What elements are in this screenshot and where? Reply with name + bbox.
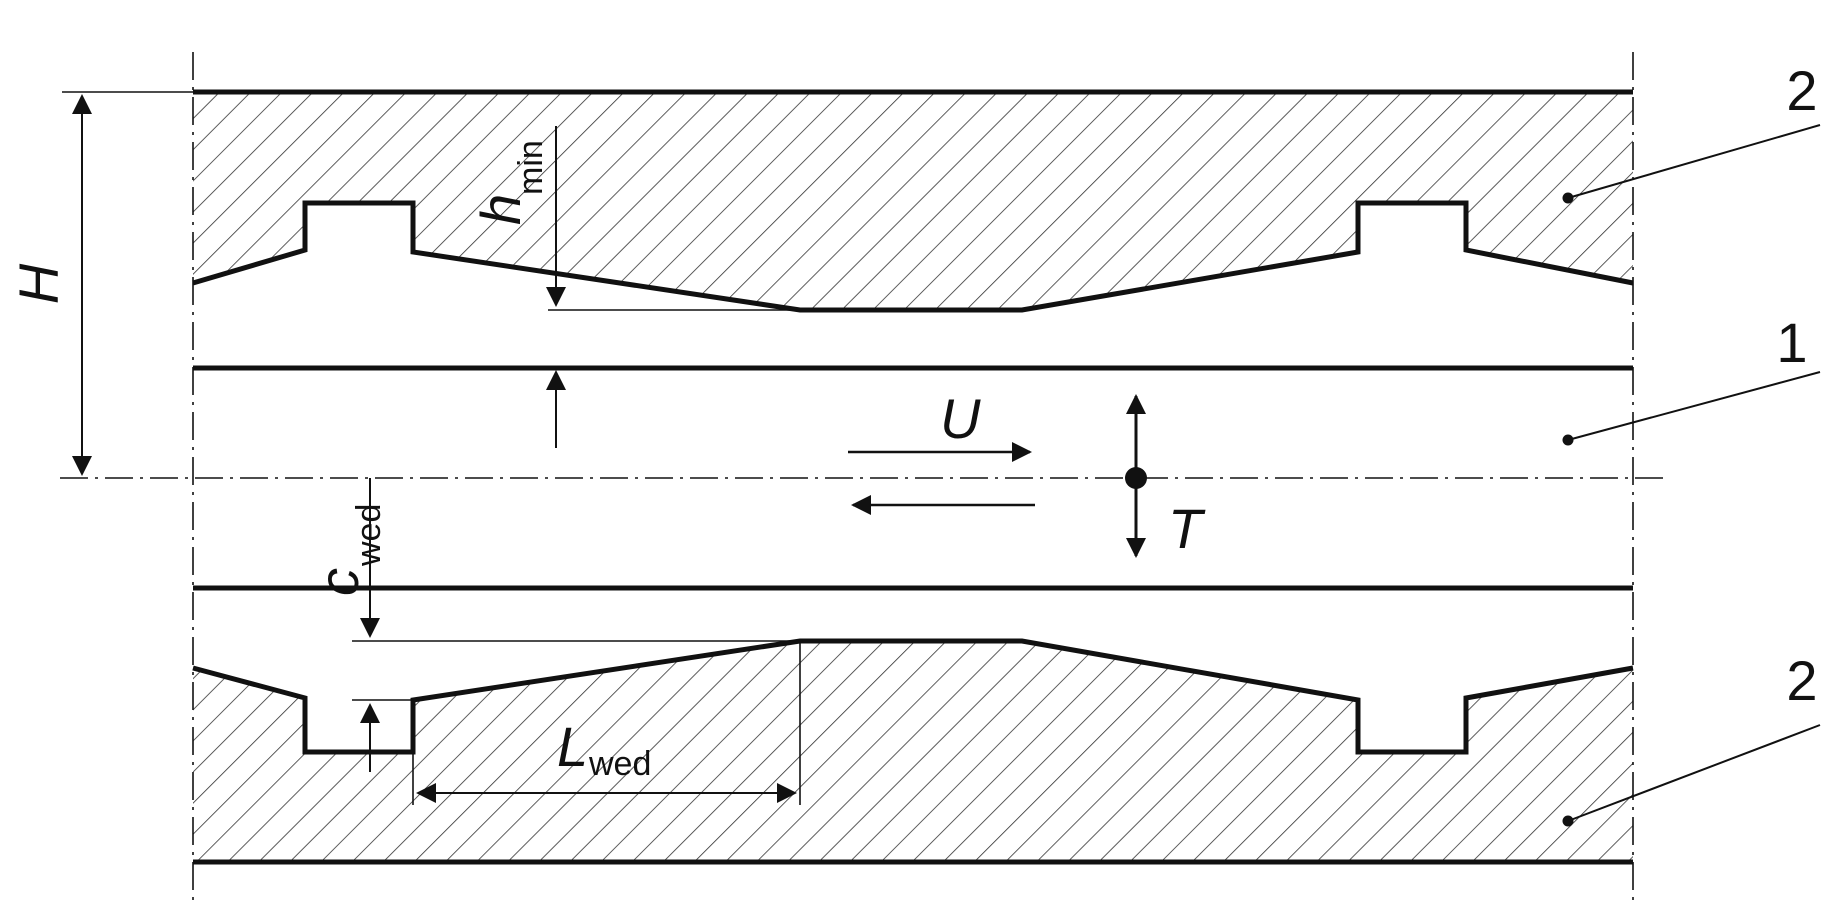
leader-dot-upper-roll bbox=[1562, 192, 1574, 204]
upper-roll-hatch bbox=[193, 92, 1633, 310]
upper-roll-profile bbox=[192, 200, 1634, 313]
lower-roll-profile bbox=[192, 638, 1634, 755]
thickness-center-dot bbox=[1125, 467, 1147, 489]
label-cwed: c wed bbox=[307, 504, 388, 596]
label-U: U bbox=[940, 387, 981, 450]
label-cwed-sub: wed bbox=[350, 504, 388, 567]
leader-upper-roll bbox=[1567, 124, 1821, 199]
label-lwed-main: L bbox=[557, 715, 588, 778]
label-hmin-main: h bbox=[469, 194, 532, 225]
part-number-strip: 1 bbox=[1776, 311, 1807, 374]
label-hmin: h min bbox=[469, 140, 550, 225]
part-number-upper-roll: 2 bbox=[1786, 59, 1817, 122]
leader-dot-strip bbox=[1562, 434, 1574, 446]
leader-dot-lower-roll bbox=[1562, 815, 1574, 827]
label-T: T bbox=[1168, 497, 1206, 560]
leader-strip bbox=[1567, 371, 1821, 441]
leader-lower-roll bbox=[1567, 724, 1821, 822]
label-hmin-sub: min bbox=[512, 140, 550, 195]
label-cwed-main: c bbox=[307, 568, 370, 596]
part-number-lower-roll: 2 bbox=[1786, 649, 1817, 712]
label-H: H bbox=[7, 263, 70, 304]
label-lwed-sub: wed bbox=[588, 745, 651, 783]
lower-roll-hatch bbox=[193, 641, 1633, 862]
